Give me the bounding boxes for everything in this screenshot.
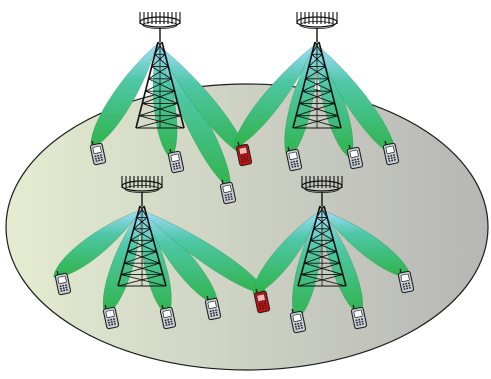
- antenna-beam: [252, 209, 322, 295]
- cell-tower-icon: [297, 176, 347, 287]
- mobile-phone-icon: [346, 144, 364, 170]
- mobile-phone-icon: [204, 295, 222, 321]
- antenna-beam: [233, 43, 317, 149]
- cell-top-left: [90, 12, 247, 190]
- mobile-phone-icon: [89, 140, 107, 166]
- cell-bottom-left: [53, 176, 268, 317]
- mobile-phone-icon: [54, 270, 72, 296]
- mobile-phone-icon: [382, 140, 400, 166]
- mobile-phone-icon: [397, 268, 415, 294]
- mobile-phone-icon: [159, 304, 177, 330]
- mobile-phone-icon: [167, 148, 185, 174]
- antenna-beam: [140, 209, 268, 295]
- cell-tower-icon: [117, 176, 167, 287]
- cell-tower-icon: [135, 12, 185, 129]
- cell-top-right: [233, 12, 397, 159]
- mobile-phone-icon: [289, 308, 307, 334]
- mobile-phone-icon: [102, 304, 120, 330]
- cell-edge-phone-icon: [235, 141, 253, 167]
- mobile-phone-icon: [285, 146, 303, 172]
- mobile-phone-icon: [219, 179, 237, 205]
- cell-bottom-right: [252, 176, 411, 321]
- coverage-area: [5, 83, 489, 371]
- user-devices: [54, 140, 415, 334]
- antenna-beam: [53, 209, 142, 278]
- cell-edge-phone-icon: [253, 288, 271, 314]
- mobile-phone-icon: [350, 304, 368, 330]
- cell-tower-icon: [292, 12, 342, 129]
